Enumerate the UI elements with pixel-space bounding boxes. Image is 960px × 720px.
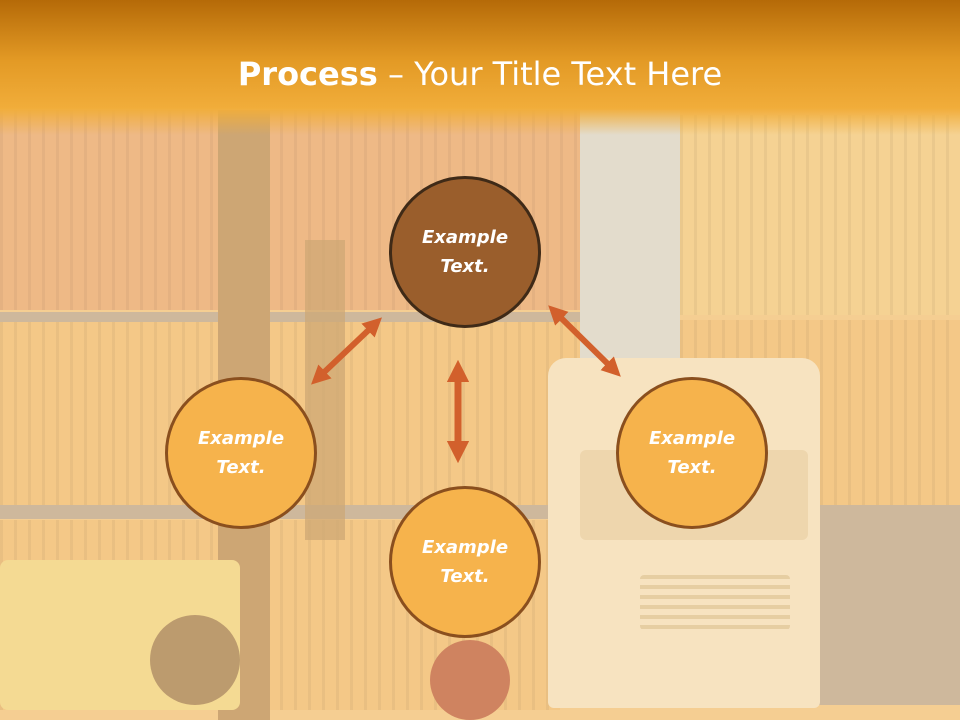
title-rest: – Your Title Text Here [377, 55, 723, 93]
step-text-line2: Text. [667, 457, 717, 478]
step-text-line2: Text. [216, 457, 266, 478]
process-step-bottom[interactable]: Example Text. [389, 486, 541, 638]
forklift-mast [305, 240, 345, 540]
process-step-left[interactable]: Example Text. [165, 377, 317, 529]
step-text-line1: Example [421, 537, 509, 558]
step-text-line1: Example [648, 428, 736, 449]
process-step-right[interactable]: Example Text. [616, 377, 768, 529]
step-text-line1: Example [197, 428, 285, 449]
slide-title[interactable]: Process – Your Title Text Here [0, 52, 960, 96]
forklift-wheel [150, 615, 240, 705]
step-text-line2: Text. [440, 566, 490, 587]
title-banner [0, 0, 960, 135]
process-step-center[interactable]: Example Text. [389, 176, 541, 328]
container-stack [680, 115, 960, 315]
trailer-wheel [430, 640, 510, 720]
step-text-line2: Text. [440, 256, 490, 277]
step-text-line1: Example [421, 227, 509, 248]
title-bold: Process [237, 55, 378, 93]
truck-grille [640, 575, 790, 630]
container-stripe [0, 312, 580, 322]
